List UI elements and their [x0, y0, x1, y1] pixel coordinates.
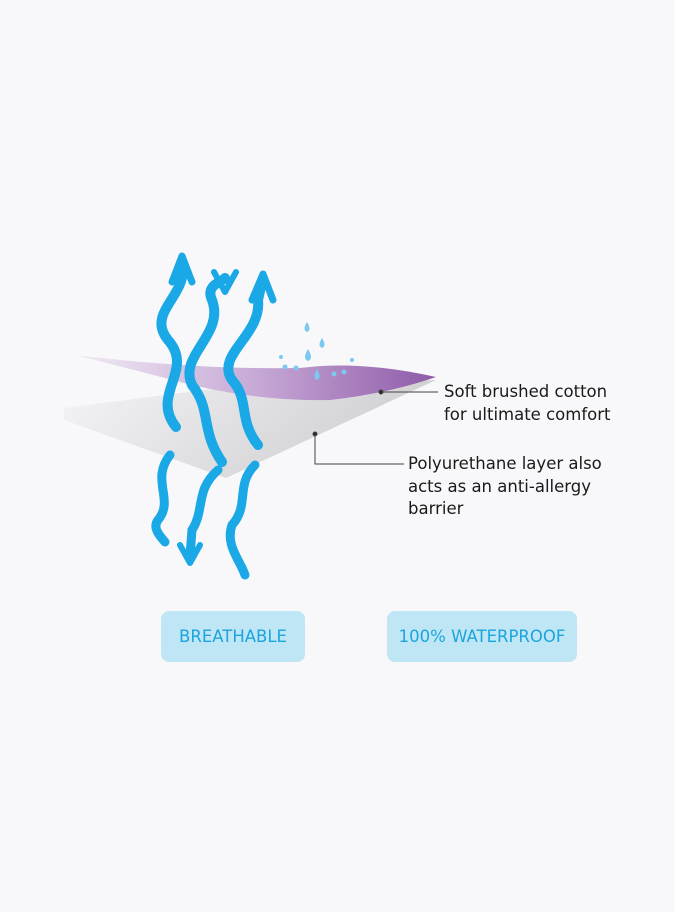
cotton-label-line: for ultimate comfort	[444, 404, 611, 424]
arrows-lower	[151, 450, 260, 580]
label-leaders	[312, 389, 438, 465]
arrow-up-icon	[168, 252, 196, 286]
airflow-arrow-2	[184, 273, 230, 467]
arrow-down-icon	[177, 542, 203, 566]
cotton-label: Soft brushed cotton for ultimate comfort	[444, 381, 610, 426]
airflow-arrow-3-lower	[225, 460, 260, 580]
airflow-arrow-2-lower	[185, 465, 223, 561]
polyurethane-label: Polyurethane layer also acts as an anti-…	[408, 453, 602, 521]
airflow-arrow-1	[156, 257, 188, 432]
breathable-badge-text: BREATHABLE	[179, 627, 287, 646]
waterproof-badge-text: 100% WATERPROOF	[398, 627, 566, 646]
waterproof-badge: 100% WATERPROOF	[387, 611, 577, 662]
airflow-arrow-3	[223, 277, 267, 450]
polyurethane-label-line: barrier	[408, 499, 464, 518]
polyurethane-label-line: Polyurethane layer also	[408, 454, 602, 473]
cotton-layer	[75, 355, 436, 401]
polyurethane-label-line: acts as an anti-allergy	[408, 476, 591, 496]
breathable-badge: BREATHABLE	[161, 611, 305, 662]
airflow-arrow-1-lower	[151, 450, 175, 547]
cotton-label-line: Soft brushed cotton	[444, 382, 608, 401]
water-drops-icon	[279, 322, 354, 380]
arrow-tail-icon	[211, 269, 239, 295]
arrow-up-icon	[248, 270, 277, 304]
arrows-upper	[156, 252, 277, 467]
